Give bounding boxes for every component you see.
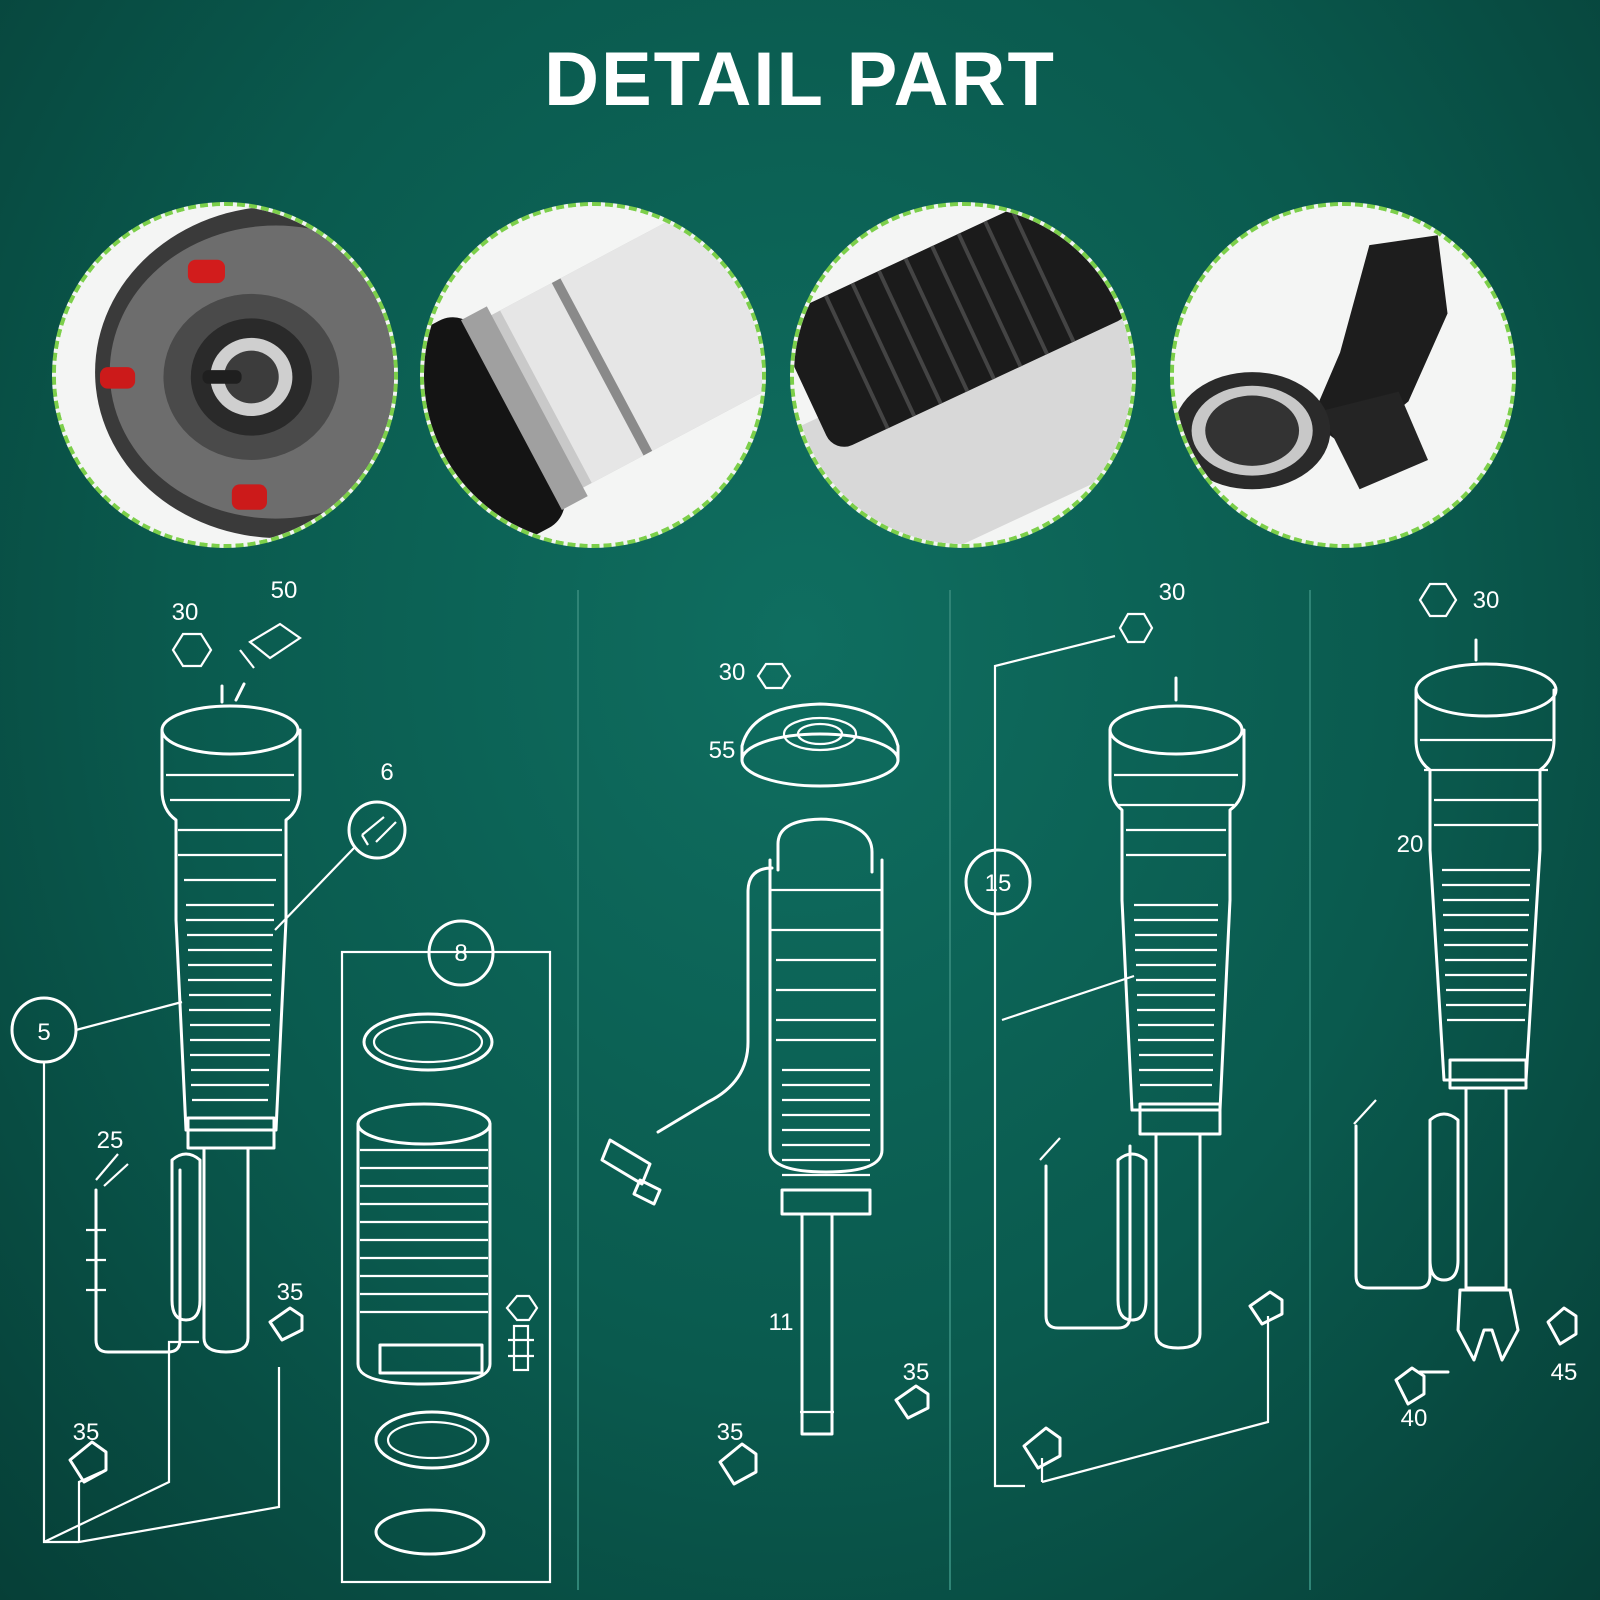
callout-15: 15 [985, 870, 1012, 897]
callout-11: 11 [769, 1309, 794, 1336]
rear-air-strut-drawing [1353, 582, 1578, 1406]
callout-6: 6 [380, 759, 393, 786]
callout-35: 35 [73, 1419, 100, 1446]
lower-fork-icon [1174, 206, 1512, 544]
detail-view-lower-fork [1170, 202, 1516, 548]
damper-tube-icon [424, 206, 762, 544]
callout-30: 30 [1473, 587, 1500, 614]
page-title: DETAIL PART [544, 37, 1056, 122]
callout-40: 40 [1401, 1405, 1428, 1432]
air-bellows-icon [794, 206, 1132, 544]
strut-assembly-drawing [964, 612, 1284, 1488]
detail-view-air-bellows [790, 202, 1136, 548]
callout-8: 8 [454, 940, 467, 967]
callout-35: 35 [903, 1359, 930, 1386]
front-air-strut-drawing [10, 622, 552, 1584]
callout-55: 55 [709, 737, 736, 764]
callout-30: 30 [1159, 579, 1186, 606]
callout-50: 50 [271, 577, 298, 604]
callout-30: 30 [719, 659, 746, 686]
detail-view-damper-tube [420, 202, 766, 548]
callout-35: 35 [717, 1419, 744, 1446]
callout-25: 25 [97, 1127, 124, 1154]
strut-top-mount-icon [56, 206, 394, 544]
callout-30: 30 [172, 599, 199, 626]
callout-20: 20 [1397, 831, 1424, 858]
rear-shock-drawing [600, 662, 930, 1486]
callout-45: 45 [1551, 1359, 1578, 1386]
detail-view-top-mount [52, 202, 398, 548]
callout-35: 35 [277, 1279, 304, 1306]
callout-5: 5 [37, 1019, 50, 1046]
